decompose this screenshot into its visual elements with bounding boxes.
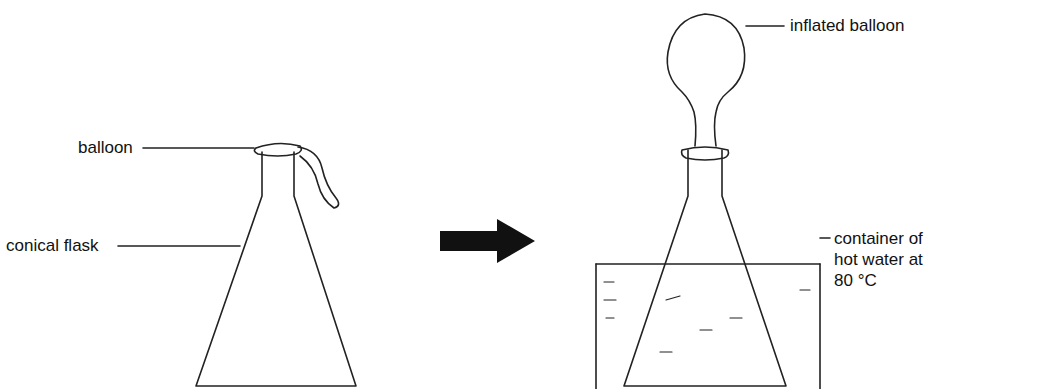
- deflated-balloon: [298, 147, 339, 208]
- part-label: balloon: [78, 137, 133, 158]
- leader-line: [118, 245, 240, 247]
- water-marks: [604, 282, 810, 352]
- inflated-balloon: [667, 14, 744, 146]
- balloon-rim: [254, 143, 301, 156]
- water-container: [596, 264, 820, 389]
- leader-line: [746, 25, 784, 27]
- water-surface: [596, 263, 820, 265]
- part-label: inflated balloon: [790, 15, 904, 36]
- part-label: conical flask: [6, 235, 99, 256]
- conical-flask: [624, 150, 786, 386]
- leader-line: [143, 147, 254, 149]
- part-label: container of hot water at 80 °C: [834, 228, 944, 291]
- leader-line: [820, 237, 830, 239]
- balloon-rim: [682, 147, 729, 160]
- conical-flask: [196, 152, 356, 386]
- process-arrow: [440, 219, 535, 263]
